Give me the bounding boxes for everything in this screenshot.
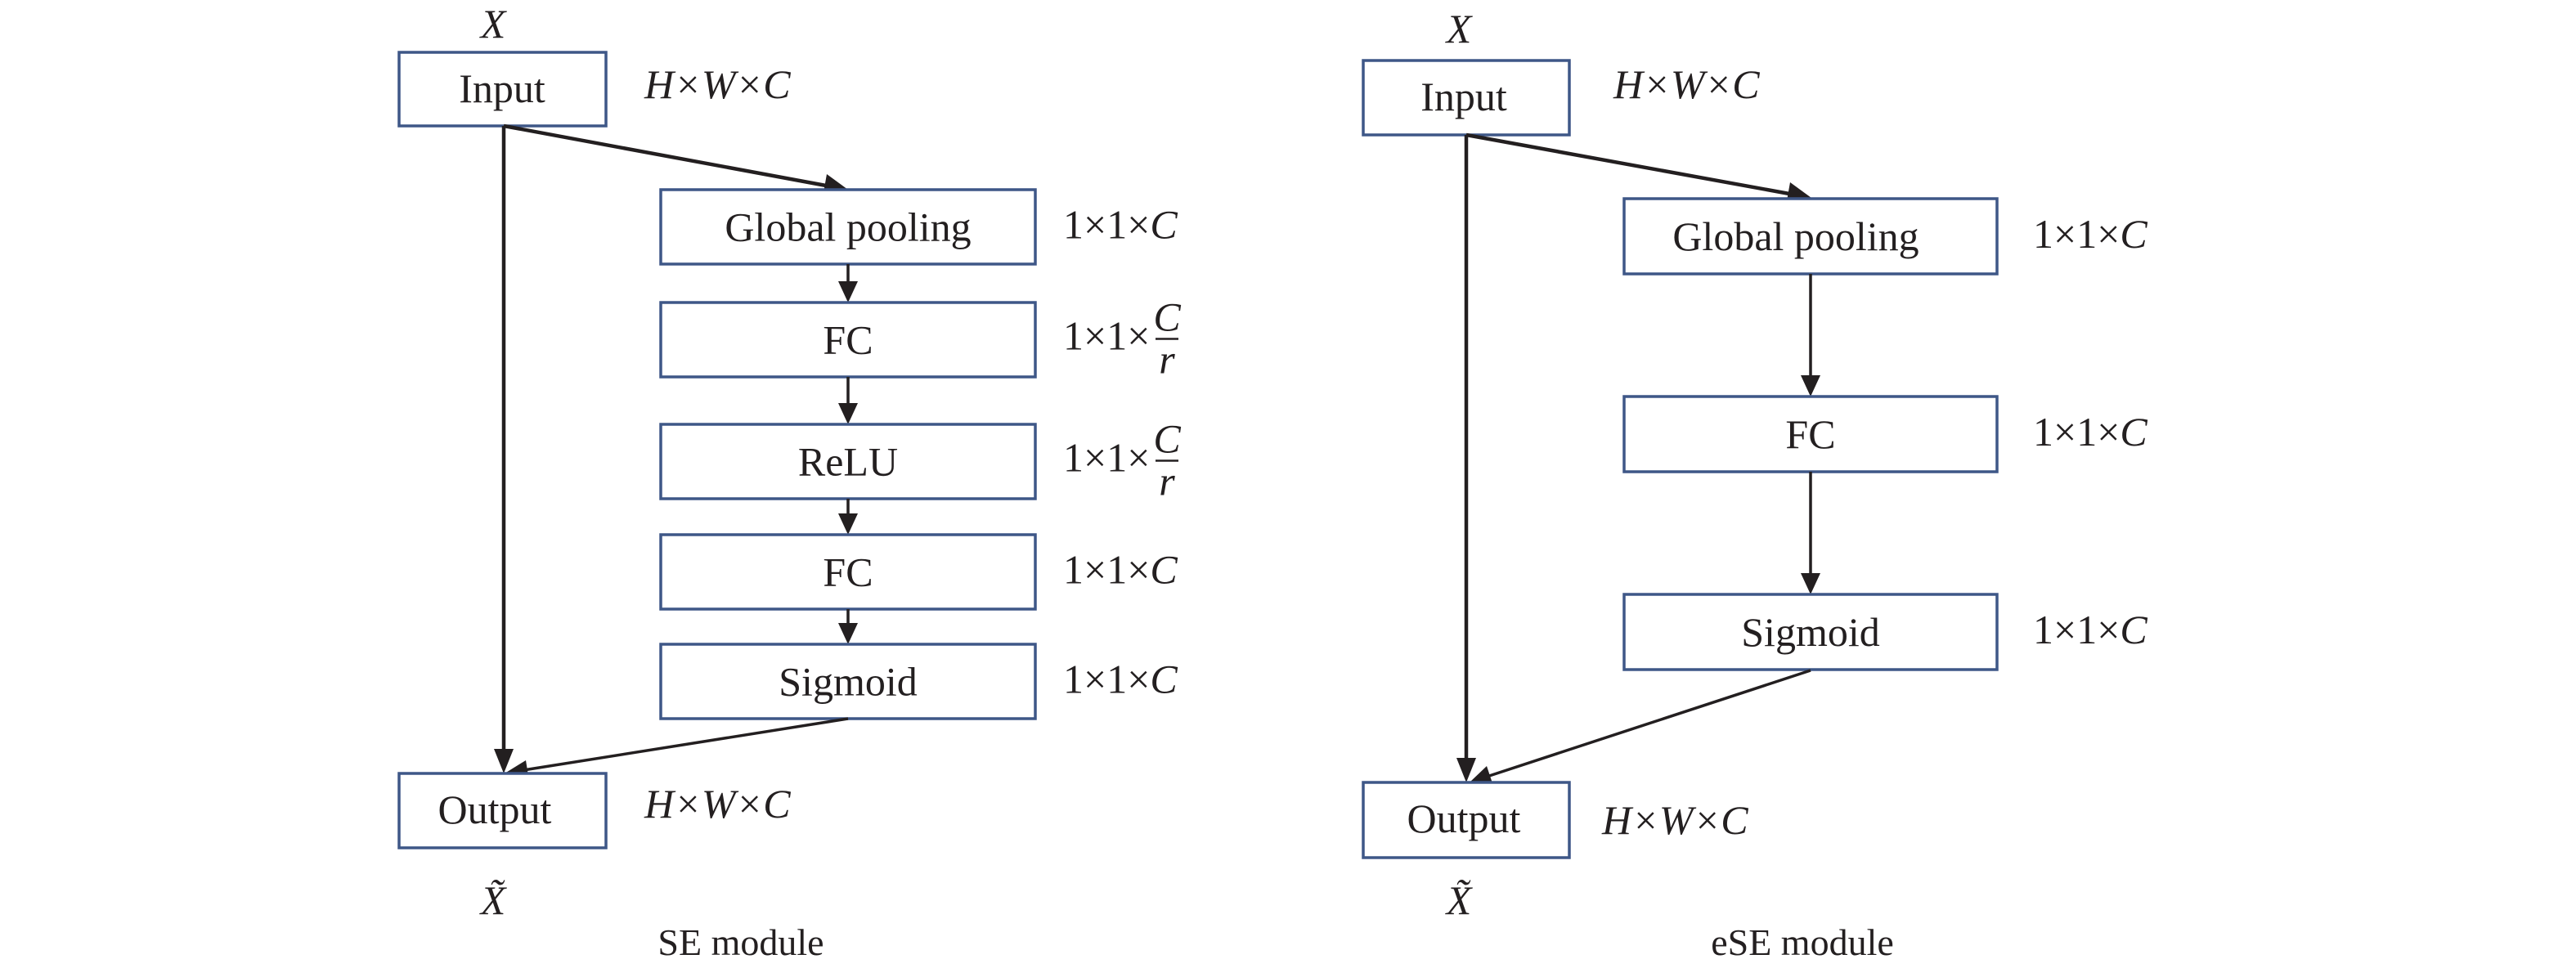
se-flow-arrowhead (838, 513, 858, 535)
se-block-box (659, 533, 1037, 611)
dim-channel: C (2120, 607, 2147, 652)
se-flow-arrowhead (838, 403, 858, 424)
dim-prefix: 1×1×C (1063, 657, 1178, 702)
se-output-box (397, 772, 608, 849)
se-output-node: Output (397, 772, 608, 849)
ese-block-dim: 1×1×C (2033, 211, 2147, 257)
ese-module-caption: eSE module (1711, 921, 1894, 963)
ese-input-variable: X (1445, 6, 1474, 52)
dim-channel: C (2120, 211, 2147, 257)
se-sigmoid-to-output-arrow (523, 717, 849, 772)
ese-block-dim: 1×1×C (2033, 607, 2147, 652)
se-block-dim: 1×1×Cr (1063, 294, 1181, 383)
se-skip-arrowhead (494, 749, 514, 773)
ese-blocks: Global pooling 1×1×C FC 1×1×C Sigmoid 1×1×C (1622, 197, 2147, 671)
se-block-global-pooling: Global pooling (659, 188, 1037, 266)
se-block-box (659, 301, 1037, 379)
se-block-dim: 1×1×Cr (1063, 416, 1181, 504)
se-input-dim: H×W×C (644, 61, 791, 107)
ese-block-sigmoid: Sigmoid (1622, 593, 1999, 671)
se-flow-arrowhead (838, 281, 858, 302)
ese-output-node: Output (1362, 781, 1571, 859)
dim-prefix: 1×1×C (2033, 211, 2147, 257)
dim-prefix: 1×1×C (1063, 202, 1178, 248)
ese-input-label: Input (1420, 74, 1507, 119)
se-block-label: Sigmoid (779, 659, 917, 705)
dim-channel: C (1150, 657, 1178, 702)
ese-block-fc: FC (1622, 395, 1999, 473)
ese-output-variable: X̃ (1445, 877, 1474, 923)
dim-prefix: 1×1× (1063, 435, 1150, 481)
se-block-relu: ReLU (659, 423, 1037, 500)
ese-input-dim: H×W×C (1613, 61, 1760, 107)
dim-denominator: r (1159, 337, 1175, 383)
se-block-label: FC (823, 549, 873, 595)
se-block-label: Global pooling (725, 204, 971, 250)
dim-channel: C (1150, 547, 1178, 593)
dim-prefix: 1×1× (1063, 313, 1150, 359)
ese-block-label: Sigmoid (1741, 609, 1879, 655)
se-block-dim: 1×1×C (1063, 657, 1178, 702)
dim-prefix: 1×1×C (2033, 409, 2147, 455)
ese-flow-arrowhead (1801, 375, 1820, 397)
se-output-label: Output (438, 786, 552, 832)
se-input-node: Input (397, 51, 608, 128)
ese-input-node: Input (1362, 59, 1571, 137)
dim-prefix: 1×1×C (1063, 547, 1178, 593)
se-block-sigmoid: Sigmoid (659, 643, 1037, 720)
ese-block-label: Global pooling (1672, 213, 1919, 259)
se-block-label: ReLU (798, 439, 898, 485)
se-flow-arrowhead (838, 623, 858, 644)
se-block-box (659, 643, 1037, 720)
dim-numerator: C (1153, 416, 1181, 462)
ese-output-box (1362, 781, 1571, 859)
ese-sigmoid-to-output-arrow (1486, 669, 1811, 778)
se-block-label: FC (823, 317, 873, 363)
ese-block-box (1622, 593, 1999, 671)
dim-numerator: C (1153, 294, 1181, 340)
se-output-variable: X̃ (479, 877, 508, 923)
se-module-caption: SE module (657, 921, 824, 963)
ese-block-box (1622, 197, 1999, 276)
se-input-label: Input (459, 65, 545, 111)
ese-output-label: Output (1407, 795, 1521, 841)
ese-block-box (1622, 395, 1999, 473)
se-block-fc: FC (659, 301, 1037, 379)
dim-channel: C (2120, 409, 2147, 455)
ese-skip-arrowhead (1456, 758, 1476, 782)
se-block-dim: 1×1×C (1063, 547, 1178, 593)
ese-flow-arrowhead (1801, 573, 1820, 594)
se-output-dim: H×W×C (644, 781, 791, 827)
se-block-box (659, 188, 1037, 266)
ese-output-arrowhead (1470, 766, 1493, 786)
se-input-variable: X (479, 1, 508, 47)
ese-input-to-pooling-arrow (1465, 132, 1790, 196)
ese-block-global-pooling: Global pooling (1622, 197, 1999, 276)
se-block-fc: FC (659, 533, 1037, 611)
se-block-dim: 1×1×C (1063, 202, 1178, 248)
dim-prefix: 1×1×C (2033, 607, 2147, 652)
ese-block-dim: 1×1×C (2033, 409, 2147, 455)
ese-output-dim: H×W×C (1601, 797, 1748, 843)
se-input-to-pooling-arrow (503, 123, 827, 188)
dim-denominator: r (1159, 459, 1175, 504)
ese-module: X Input H×W×C Global pooling 1×1×C FC 1×1×C… (1362, 6, 2147, 963)
dim-channel: C (1150, 202, 1178, 248)
se-block-box (659, 423, 1037, 500)
se-input-box (397, 51, 608, 128)
ese-block-label: FC (1785, 411, 1835, 457)
